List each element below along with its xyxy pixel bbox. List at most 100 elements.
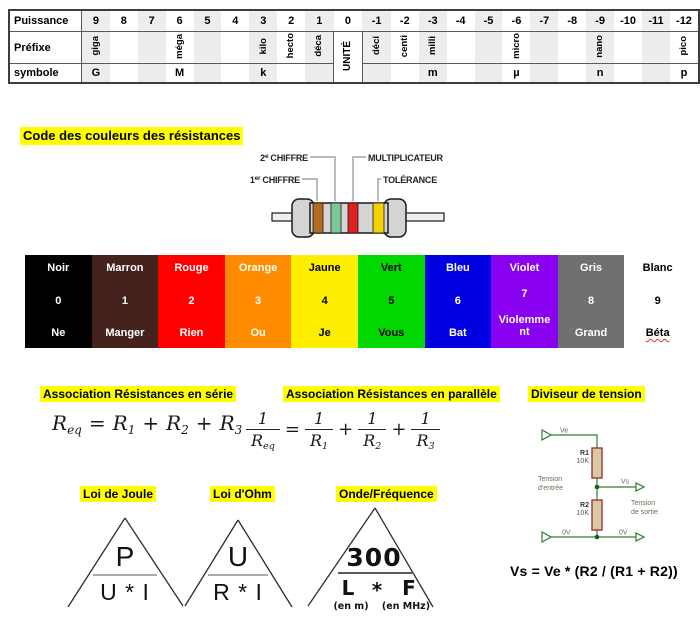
color-digit: 9 [654, 294, 661, 307]
color-mnemonic: Grand [574, 327, 608, 339]
voltage-divider-circuit: Ve Vs 0V 0V R1 10K R2 10K Tension d'entr… [538, 428, 658, 544]
parallel-association-title: Association Résistances en parallèle [283, 386, 500, 403]
prefix-cell: milli [418, 31, 447, 64]
joule-law-title: Loi de Joule [80, 486, 157, 503]
color-digit: 7 [521, 287, 528, 300]
power-cell: -11 [642, 10, 670, 32]
color-name: Gris [580, 262, 603, 274]
color-digit: 4 [321, 294, 328, 307]
wave-frequency-title: Onde/Fréquence [336, 486, 437, 503]
power-cell: -2 [390, 10, 419, 32]
prefix-cell: micro [502, 31, 531, 64]
power-cell: -6 [502, 10, 531, 32]
junction-dot [594, 534, 600, 540]
power-cell: -10 [614, 10, 643, 32]
resistor-r1 [591, 447, 603, 479]
joule-triangle-side [124, 517, 184, 607]
power-cell: -12 [669, 10, 699, 32]
color-digit: 6 [454, 294, 461, 307]
power-cell: -9 [586, 10, 615, 32]
power-cell: 8 [109, 10, 138, 32]
input-voltage-label: d'entrée [538, 485, 563, 492]
ve-label: Ve [560, 428, 568, 435]
ohm-top-term: U [228, 541, 248, 572]
color-col-violet: Violet 7 Violemment [491, 255, 558, 348]
symbol-cell: n [586, 63, 615, 83]
color-mnemonic: Violemment [498, 313, 551, 339]
junction-dot [594, 484, 600, 490]
color-name: Blanc [642, 262, 673, 274]
si-prefix-table: Puissance 9 8 7 6 5 4 3 2 1 0 -1 -2 -3 -… [8, 9, 700, 84]
power-row: Puissance 9 8 7 6 5 4 3 2 1 0 -1 -2 -3 -… [9, 10, 699, 32]
color-col-blanc: Blanc 9 Béta [624, 255, 691, 348]
gnd-left-terminal [541, 530, 553, 544]
color-col-noir: Noir 0 Ne [25, 255, 92, 348]
color-digit: 0 [55, 294, 62, 307]
output-voltage-label: de sortie [631, 509, 658, 516]
zero-volt-right-label: 0V [619, 530, 628, 537]
output-voltage-label: Tension [631, 500, 655, 507]
prefix-cell: kilo [249, 31, 278, 64]
prefix-cell: déci [362, 31, 391, 64]
zero-volt-left-label: 0V [562, 530, 571, 537]
band-multiplier [347, 202, 359, 234]
wave-wavelength-unit: (en m) [333, 601, 368, 612]
power-cell: 2 [277, 10, 306, 32]
r2-value: 10K [577, 510, 590, 517]
symbol-row: symbole G M k m µ n p [9, 63, 699, 83]
r2-label: R2 [580, 502, 589, 509]
symbol-cell: p [680, 67, 688, 79]
color-mnemonic: Rien [179, 327, 204, 339]
power-cell: 9 [81, 10, 110, 32]
color-col-gris: Gris 8 Grand [557, 255, 625, 348]
unit-cell: UNITÉ [333, 31, 363, 84]
prefix-cell: nano [586, 31, 615, 64]
power-cell: -5 [474, 10, 503, 32]
row-label-power: Puissance [9, 10, 82, 32]
color-name: Vert [380, 262, 402, 274]
color-col-rouge: Rouge 2 Rien [158, 255, 225, 348]
color-col-orange: Orange 3 Ou [224, 255, 292, 348]
tolerance-label: TOLÉRANCE [383, 175, 437, 185]
wave-frequency-term: F [402, 576, 416, 600]
law-triangles: P U * I U R * I 300 L * F (en m) (en MHz… [67, 507, 434, 612]
power-cell: 3 [249, 10, 278, 32]
symbol-cell: M [174, 67, 185, 79]
symbol-cell: k [249, 63, 278, 83]
vs-label: Vs [621, 479, 630, 486]
power-cell: 1 [305, 10, 334, 32]
series-association-title: Association Résistances en série [40, 386, 237, 403]
ohm-bottom-term: R * I [213, 579, 263, 605]
color-mnemonic: Ou [250, 327, 266, 339]
joule-triangle-side [67, 517, 126, 608]
wave-multiply-sign: * [372, 578, 383, 602]
color-mnemonic: Manger [105, 327, 145, 339]
color-col-bleu: Bleu 6 Bat [424, 255, 492, 348]
ve-terminal [541, 428, 553, 442]
color-code-title: Code des couleurs des résistances [20, 127, 244, 145]
ohm-law-title: Loi d'Ohm [210, 486, 275, 503]
prefix-cell: hecto [277, 31, 306, 64]
color-name: Violet [509, 262, 540, 274]
band-second-digit [330, 202, 342, 234]
color-name: Rouge [174, 262, 209, 274]
joule-top-term: P [116, 541, 135, 572]
color-digit: 5 [388, 294, 395, 307]
wave-top-term: 300 [346, 543, 401, 572]
joule-bottom-term: U * I [100, 579, 150, 605]
power-cell: 6 [165, 10, 194, 32]
resistor-r2 [591, 499, 603, 531]
symbol-cell: µ [513, 67, 520, 79]
callout-lines [302, 156, 381, 201]
gnd-right-terminal [635, 532, 646, 542]
row-label-symbol: symbole [9, 63, 82, 83]
color-col-marron: Marron 1 Manger [91, 255, 159, 348]
wave-wavelength-term: L [342, 576, 355, 600]
power-cell: -8 [558, 10, 587, 32]
color-digit: 8 [587, 294, 595, 307]
color-col-vert: Vert 5 Vous [357, 255, 425, 348]
band-first-digit [312, 202, 324, 234]
power-cell: 5 [193, 10, 222, 32]
power-cell: 0 [333, 10, 363, 32]
